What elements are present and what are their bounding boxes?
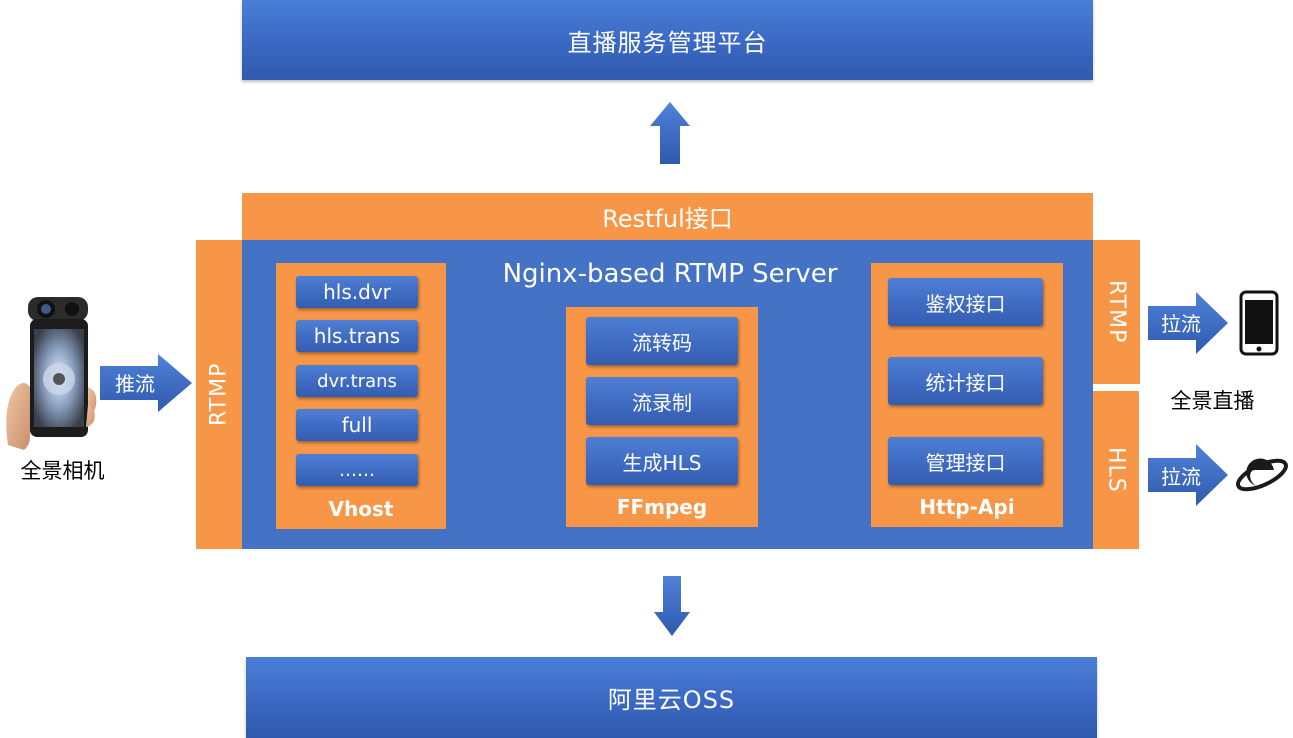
- ffmpeg-item-transcode: 流转码: [586, 317, 738, 365]
- pull-stream-rtmp-arrow-icon: [1148, 292, 1228, 354]
- pull-stream-rtmp-label: 拉流: [1161, 311, 1201, 336]
- up-arrow-icon: [650, 102, 690, 164]
- pull-stream-hls-label: 拉流: [1161, 464, 1201, 489]
- rtmp-input-column: RTMP: [196, 240, 242, 549]
- ffmpeg-item-record: 流录制: [586, 377, 738, 425]
- live-service-platform-bar: 直播服务管理平台: [242, 0, 1093, 80]
- vhost-item-dvr-trans: dvr.trans: [296, 365, 418, 397]
- rtmp-output-label: RTMP: [1104, 280, 1129, 344]
- vhost-item-full: full: [296, 409, 418, 441]
- aliyun-oss-bar: 阿里云OSS: [246, 657, 1097, 738]
- vhost-item-hls-trans: hls.trans: [296, 320, 418, 352]
- http-api-item-manage: 管理接口: [888, 437, 1043, 485]
- push-stream-label: 推流: [115, 371, 155, 396]
- hls-output-label: HLS: [1103, 447, 1129, 493]
- aliyun-oss-label: 阿里云OSS: [607, 686, 736, 714]
- rtmp-input-label: RTMP: [206, 362, 232, 427]
- ffmpeg-item-generate-hls: 生成HLS: [586, 437, 738, 485]
- vhost-item-more: ……: [296, 454, 418, 486]
- ffmpeg-label: FFmpeg: [616, 495, 708, 519]
- rtmp-server-title: Nginx-based RTMP Server: [502, 259, 838, 289]
- http-api-item-auth: 鉴权接口: [888, 278, 1043, 326]
- pull-stream-hls-arrow-icon: [1148, 444, 1228, 506]
- down-arrow-icon: [654, 576, 690, 636]
- browser-ie-icon: [1236, 458, 1288, 492]
- http-api-label: Http-Api: [919, 495, 1015, 519]
- http-api-item-stats: 统计接口: [888, 357, 1043, 405]
- live-service-platform-label: 直播服务管理平台: [567, 28, 768, 57]
- rtmp-output-column: RTMP: [1093, 240, 1140, 384]
- restful-interface-bar: Restful接口: [242, 193, 1093, 240]
- vhost-label: Vhost: [328, 497, 394, 521]
- mobile-phone-icon: [1239, 290, 1279, 356]
- vhost-item-hls-dvr: hls.dvr: [296, 276, 418, 308]
- panorama-camera-caption: 全景相机: [20, 459, 105, 483]
- panorama-live-caption: 全景直播: [1170, 389, 1255, 413]
- panorama-camera-phone-image: [6, 297, 97, 450]
- restful-interface-label: Restful接口: [602, 205, 733, 233]
- hls-output-column: HLS: [1093, 391, 1139, 549]
- push-stream-arrow-icon: [100, 354, 192, 412]
